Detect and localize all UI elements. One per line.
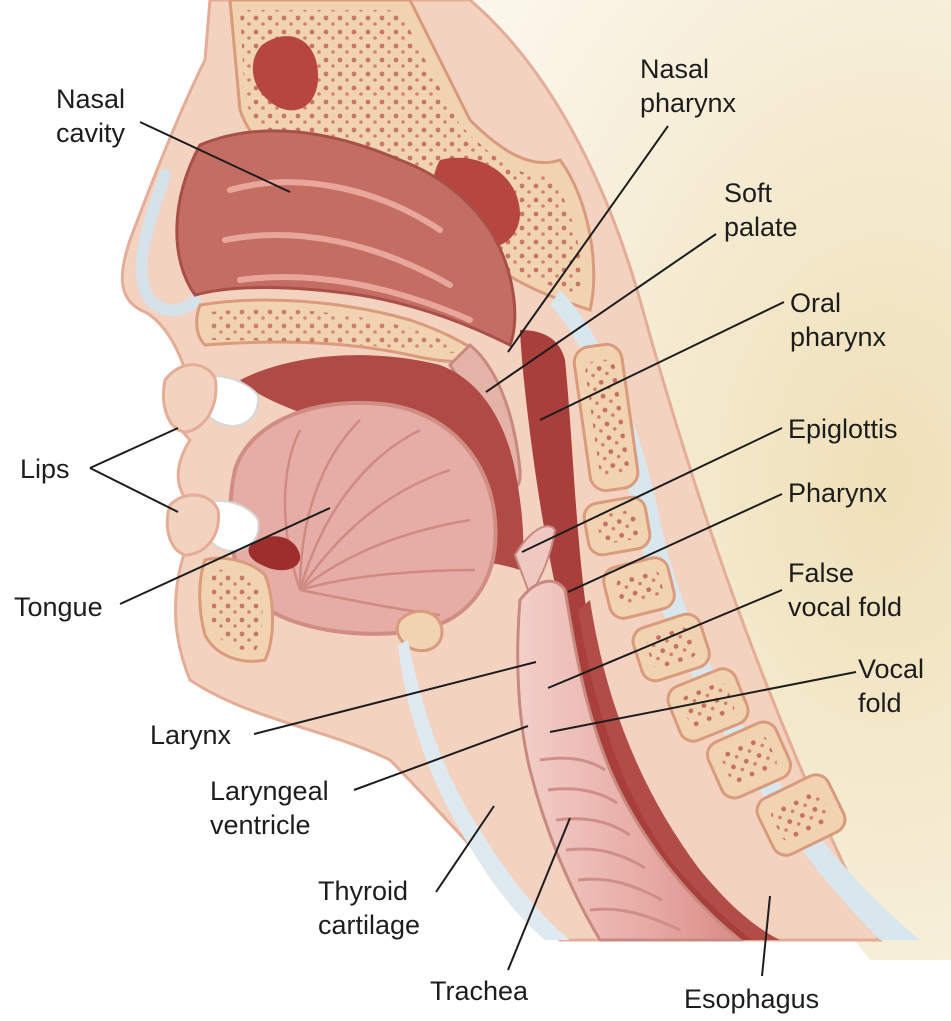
label-thyroid-cartilage: Thyroid cartilage [318, 874, 420, 942]
label-lips: Lips [20, 452, 70, 486]
label-nasal-cavity: Nasal cavity [56, 82, 125, 150]
label-esophagus: Esophagus [684, 982, 819, 1016]
leader-lips-lower [90, 468, 178, 512]
label-epiglottis: Epiglottis [788, 412, 898, 446]
leader-lips-upper [90, 428, 178, 468]
label-laryngeal-ventricle: Laryngeal ventricle [210, 774, 329, 842]
label-tongue: Tongue [14, 590, 103, 624]
label-false-vocal-fold: False vocal fold [788, 556, 902, 624]
label-pharynx: Pharynx [788, 476, 887, 510]
label-trachea: Trachea [430, 974, 528, 1008]
label-larynx: Larynx [150, 718, 231, 752]
label-oral-pharynx: Oral pharynx [790, 286, 886, 354]
label-nasal-pharynx: Nasal pharynx [640, 52, 736, 120]
label-vocal-fold: Vocal fold [858, 652, 924, 720]
label-soft-palate: Soft palate [724, 176, 798, 244]
